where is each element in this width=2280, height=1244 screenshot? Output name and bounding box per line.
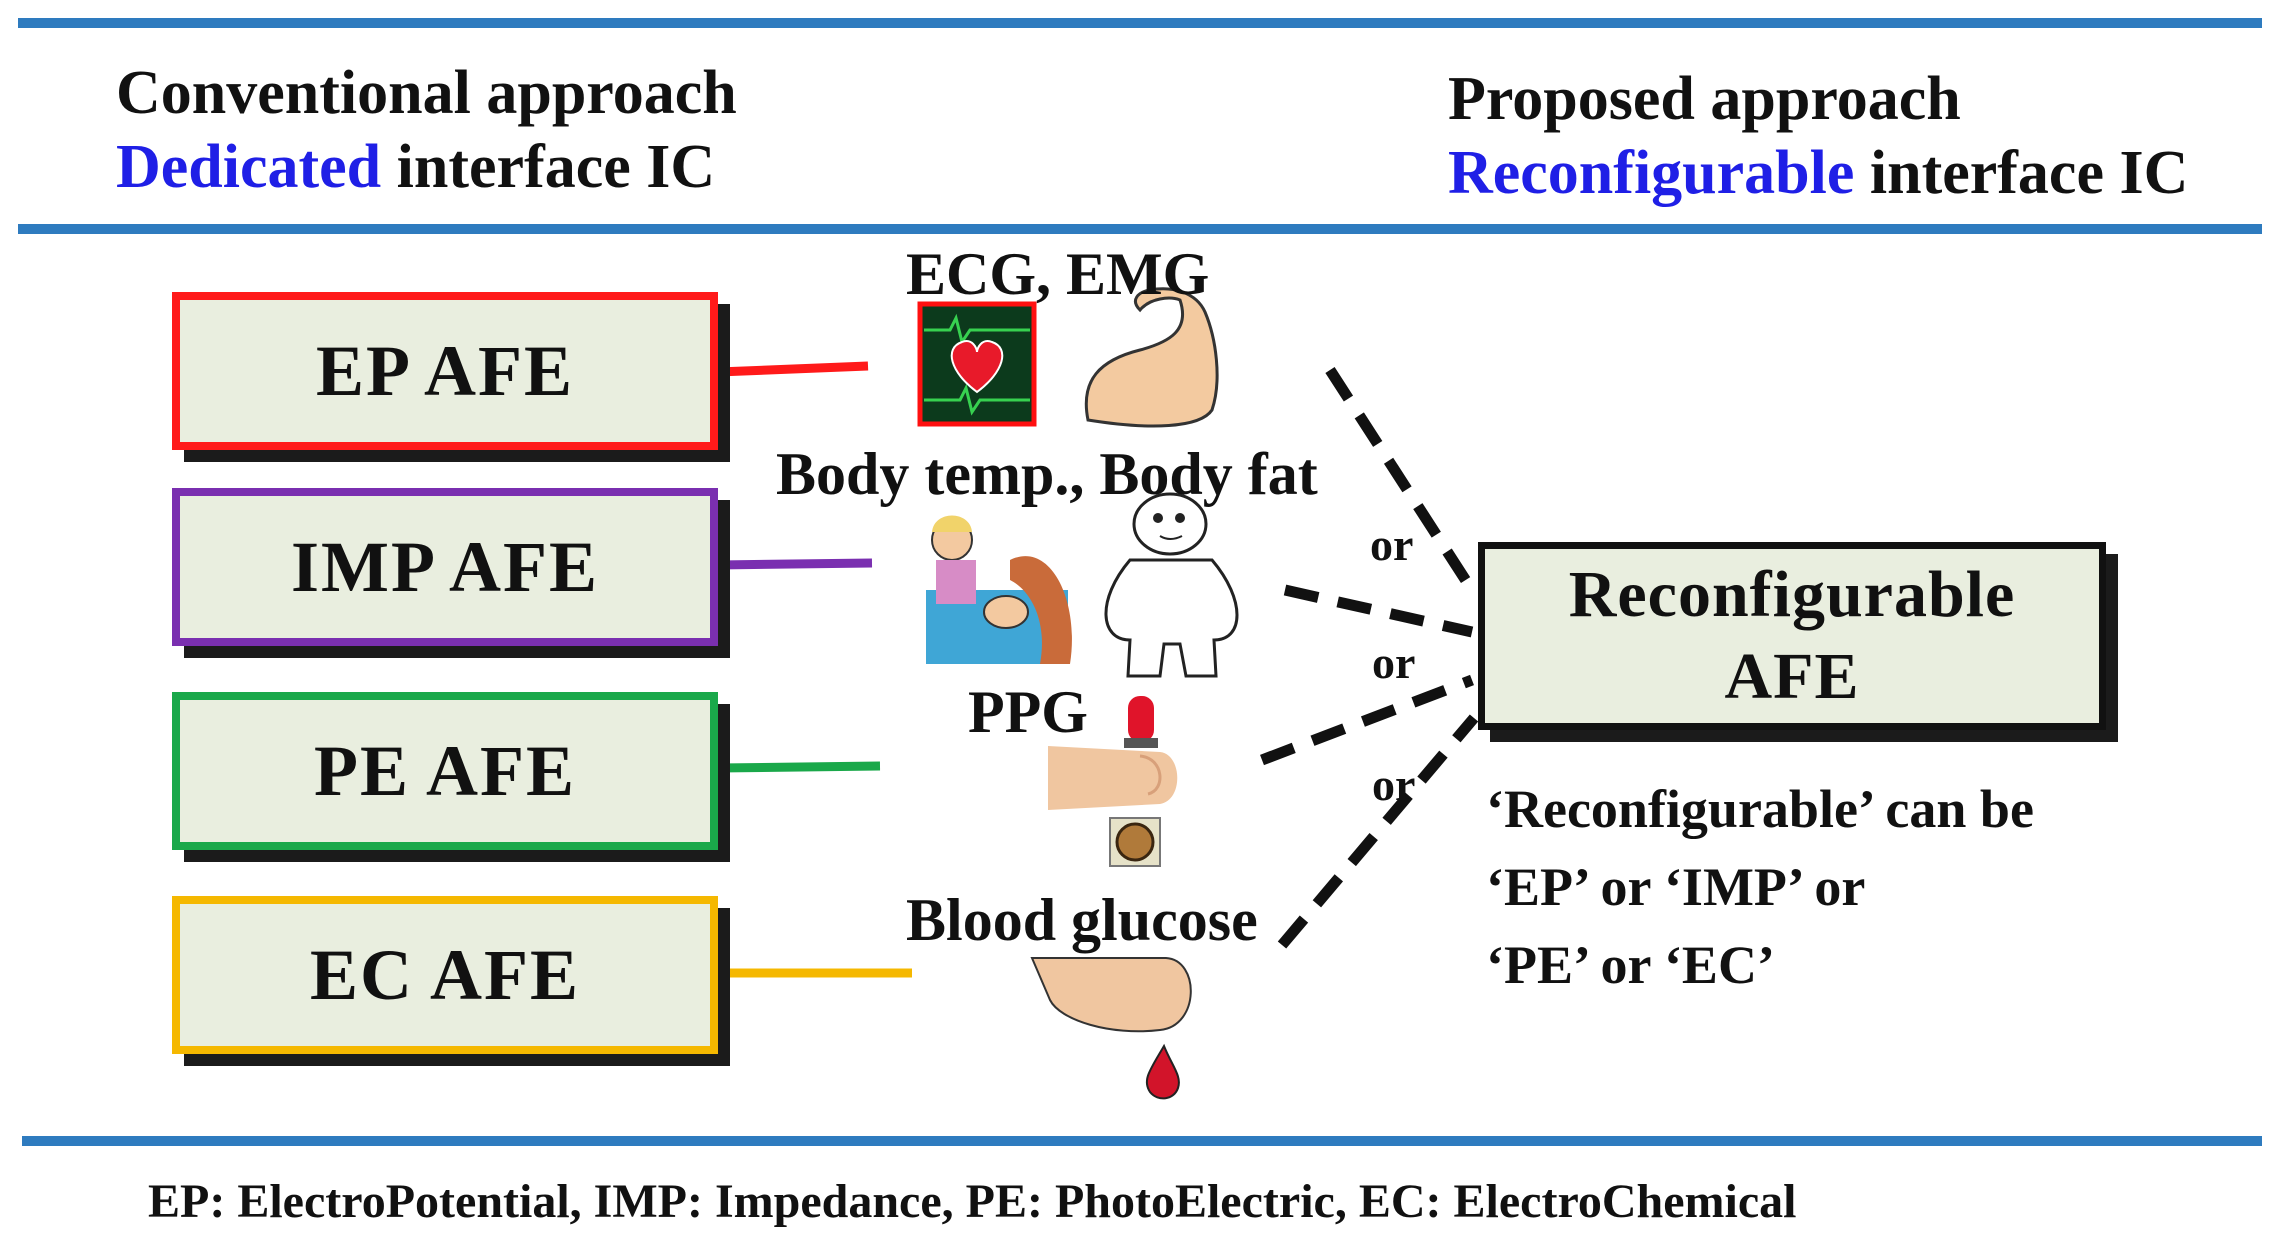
nurse-patient-icon: [926, 515, 1072, 664]
ppg-label: PPG: [968, 679, 1088, 745]
abbreviation-legend: EP: ElectroPotential, IMP: Impedance, PE…: [148, 1175, 1797, 1228]
note-line-2: ‘EP’ or ‘IMP’ or: [1486, 857, 1866, 917]
or-label-1: or: [1370, 519, 1414, 570]
ec-afe-box: EC AFE: [172, 896, 718, 1054]
or-label-2: or: [1372, 637, 1416, 688]
proposed-approach-title: Proposed approach: [1448, 65, 1961, 133]
note-line-1: ‘Reconfigurable’ can be: [1486, 779, 2034, 839]
fingertip-icon: [1030, 957, 1192, 1033]
reconfigurable-afe-line2: AFE: [1724, 640, 1860, 713]
imp-connector: [717, 558, 873, 570]
imp-afe-label: IMP AFE: [290, 526, 599, 607]
footer-rule: [22, 1136, 2262, 1146]
ep-afe-label: EP AFE: [315, 330, 575, 411]
led-icon: [1124, 696, 1158, 748]
or-label-3: or: [1372, 759, 1416, 810]
dashed-link-ec: [1277, 714, 1479, 949]
body-figure-icon: [1104, 492, 1239, 678]
dedicated-interface-label: Dedicated interface IC: [116, 136, 715, 198]
dashed-link-ep: [1325, 367, 1477, 593]
imp-afe-box: IMP AFE: [172, 488, 718, 646]
dedicated-highlight: Dedicated: [116, 133, 382, 201]
note-line-3: ‘PE’ or ‘EC’: [1486, 935, 1775, 995]
photodiode-icon: [1109, 817, 1161, 867]
pe-afe-label: PE AFE: [313, 730, 577, 811]
reconfigurable-interface-label: Reconfigurable interface IC: [1448, 142, 2188, 204]
ec-afe-label: EC AFE: [309, 934, 581, 1015]
dashed-link-pe: [1260, 674, 1474, 766]
blood-glucose-label: Blood glucose: [906, 887, 1258, 953]
top-rule: [18, 18, 2262, 28]
finger-icon: [1048, 746, 1178, 810]
ep-connector: [717, 361, 869, 377]
reconfigurable-afe-line1: Reconfigurable: [1568, 557, 2016, 631]
reconfigurable-rest: interface IC: [1854, 139, 2189, 207]
pe-afe-box: PE AFE: [172, 692, 718, 850]
conventional-approach-title: Conventional approach: [116, 59, 737, 127]
reconfigurable-highlight: Reconfigurable: [1448, 139, 1855, 207]
blood-drop-icon: [1145, 1043, 1180, 1100]
header-rule: [18, 224, 2262, 234]
ecg-emg-label: ECG, EMG: [906, 241, 1210, 307]
ep-afe-box: EP AFE: [172, 292, 718, 450]
pe-connector: [717, 761, 881, 773]
body-temp-fat-label: Body temp., Body fat: [776, 441, 1318, 507]
reconfigurable-afe-box: Reconfigurable AFE: [1478, 542, 2106, 730]
dashed-link-imp: [1283, 584, 1474, 638]
dedicated-rest: interface IC: [381, 133, 716, 201]
heart-monitor-icon: [917, 301, 1037, 427]
flexed-arm-icon: [1084, 287, 1219, 428]
